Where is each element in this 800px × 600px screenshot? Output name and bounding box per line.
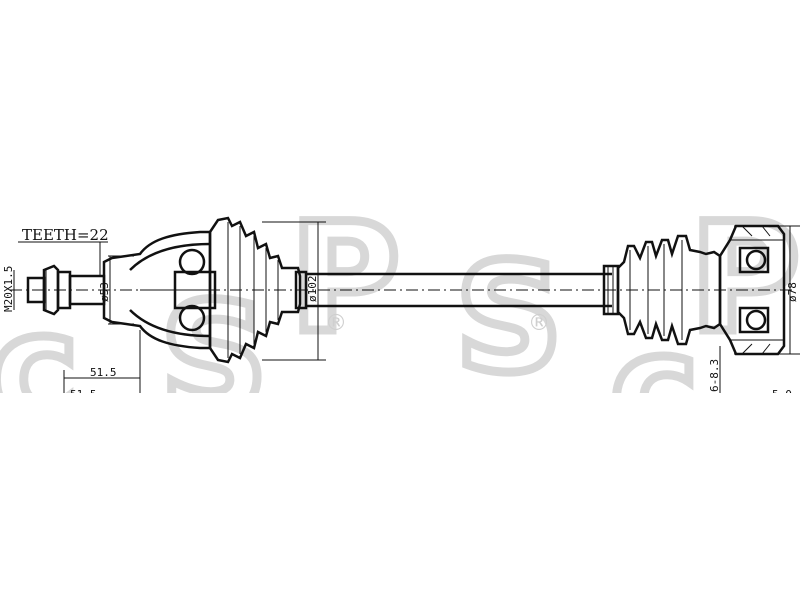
watermark-mark: ® [528, 311, 550, 336]
watermark-mark: ® [325, 311, 347, 336]
thread-dimension: M20X1.5 [2, 266, 15, 312]
diameter-78: ø78 [786, 282, 799, 302]
diameter-102: ø102 [306, 276, 319, 303]
watermark-letter: S [455, 232, 563, 406]
shaft [306, 272, 612, 308]
diameter-53: ø53 [98, 282, 111, 302]
inner-joint [718, 224, 786, 356]
dimension-lines [13, 221, 800, 393]
teeth-label: TEETH=22 [22, 226, 109, 244]
length-51-5: 51.5 [90, 366, 117, 379]
left-boot [208, 216, 308, 364]
blank-area [0, 393, 800, 600]
right-boot [602, 234, 722, 346]
inner-dimension: 6-8.3 [708, 359, 721, 392]
